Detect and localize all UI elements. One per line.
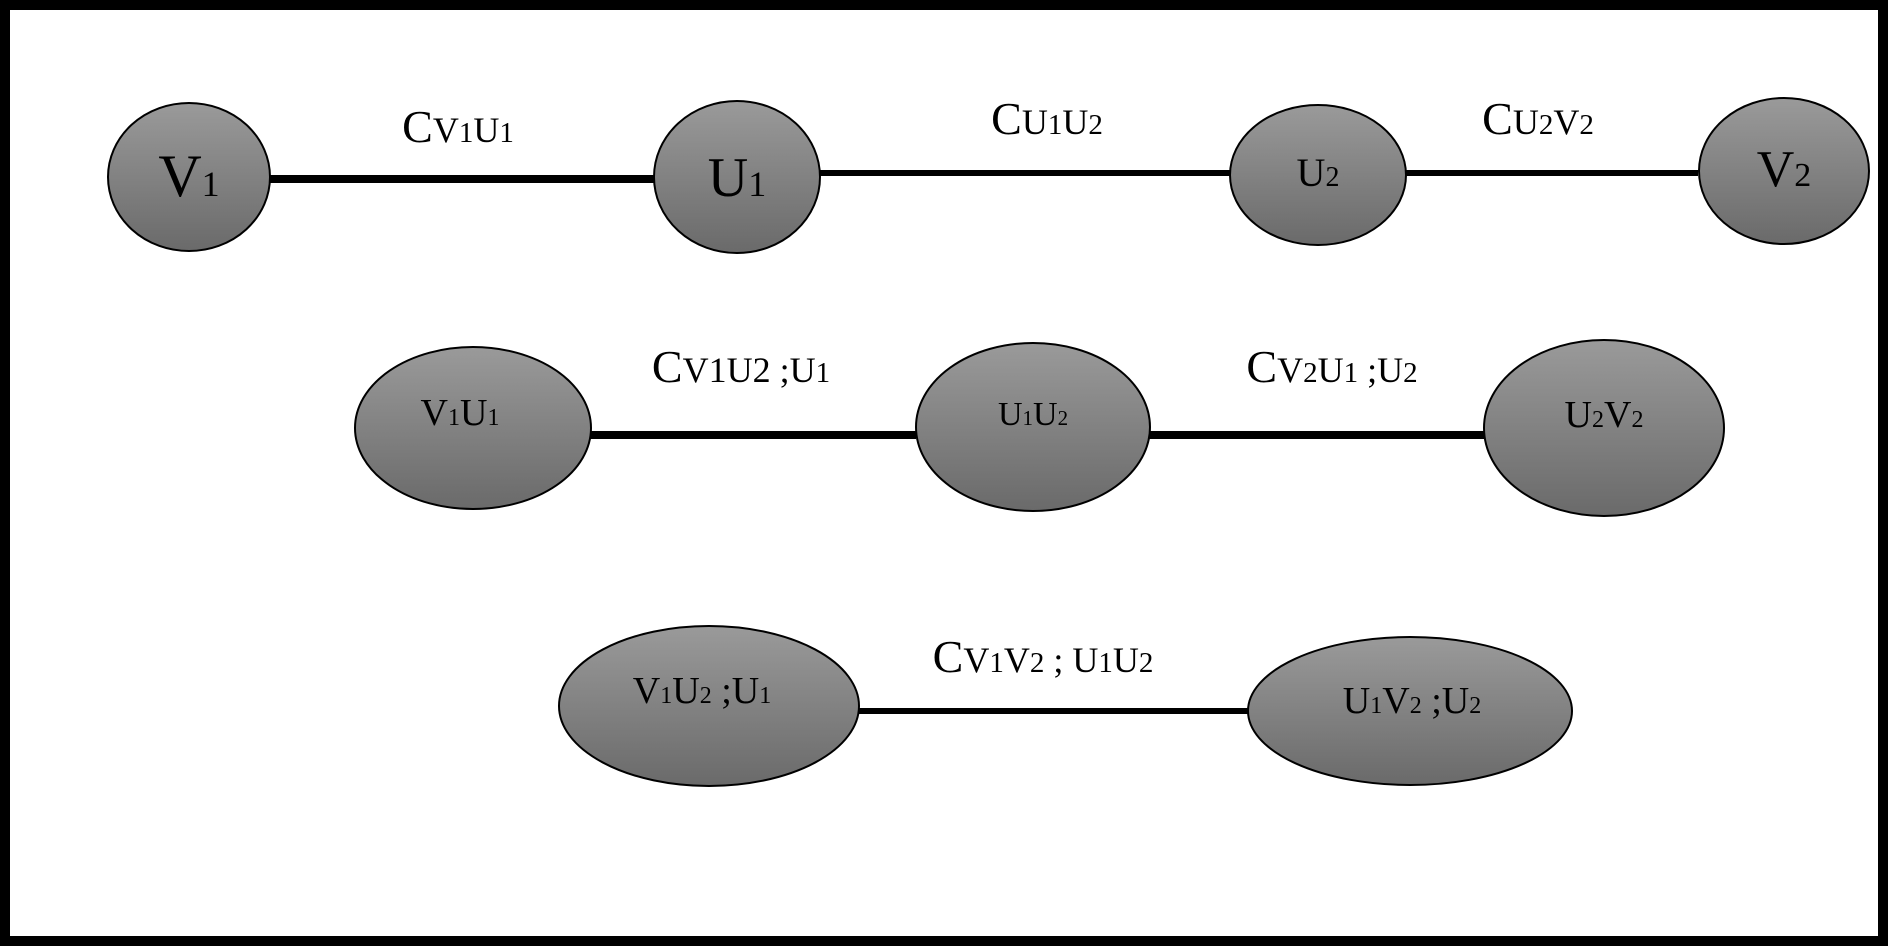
label-subscript: 2 — [1469, 693, 1481, 719]
node-u2v2: U2V2 — [1483, 339, 1725, 517]
label-text: U — [1343, 680, 1370, 722]
svg-text:V2: V2 — [1757, 141, 1812, 198]
label-text: V — [963, 640, 989, 680]
label-text: U — [1062, 102, 1088, 142]
label-subscript: 2 — [1088, 109, 1103, 141]
label-subscript: 2 — [1631, 407, 1643, 433]
label-text: U — [672, 670, 699, 712]
label-text: C — [991, 93, 1022, 144]
svg-text:U2V2: U2V2 — [1565, 394, 1644, 436]
svg-text:U1V2 ;U2: U1V2 ;U2 — [1343, 680, 1481, 722]
label-text: ;U — [1358, 350, 1403, 390]
node-u2: U2 — [1229, 104, 1407, 246]
label-text: C — [652, 341, 683, 392]
label-subscript: 1 — [1023, 406, 1034, 430]
edge-label-u2-v2: CU2V2 — [1482, 93, 1594, 144]
label-subscript: 2 — [700, 683, 712, 709]
label-subscript: 1 — [459, 117, 474, 149]
label-text: V — [1004, 640, 1030, 680]
label-subscript: 2 — [1579, 109, 1594, 141]
label-subscript: 1 — [816, 357, 831, 389]
svg-text:U1U2: U1U2 — [998, 396, 1068, 433]
node-v1u1: V1U1 — [354, 346, 592, 510]
label-subscript: 2 — [1303, 357, 1318, 389]
label-subscript: 2 — [1030, 647, 1045, 679]
label-subscript: 1 — [487, 405, 499, 431]
label-text: V — [433, 110, 459, 150]
node-u1: U1 — [653, 100, 821, 254]
label-text: U — [1318, 350, 1344, 390]
edge-label-u1-u2: CU1U2 — [991, 93, 1103, 144]
label-text: V — [1553, 102, 1579, 142]
label-text: C — [1482, 93, 1513, 144]
label-text: U — [1033, 396, 1058, 433]
label-subscript: 2 — [1410, 693, 1422, 719]
node-u1u2: U1U2 — [915, 342, 1151, 512]
label-text: C — [402, 101, 433, 152]
label-subscript: 1 — [1048, 109, 1063, 141]
label-text: V — [421, 392, 449, 434]
edge-label-v1u1-u1u2: CV1U2 ;U1 — [652, 341, 830, 392]
label-text: ;U — [712, 670, 760, 712]
label-subscript: 1 — [759, 683, 771, 709]
label-text: U — [1565, 394, 1592, 436]
node-v2: V2 — [1698, 97, 1870, 245]
label-text: V1U2 ;U — [683, 350, 816, 390]
edge-label-v1u2u1-u1v2u2: CV1V2 ; U1U2 — [933, 631, 1154, 682]
label-subscript: 2 — [1539, 109, 1554, 141]
label-text: U — [1022, 102, 1048, 142]
label-subscript: 2 — [1403, 357, 1418, 389]
label-text: U — [473, 110, 499, 150]
label-subscript: 2 — [1058, 406, 1069, 430]
label-subscript: 1 — [1098, 647, 1113, 679]
label-subscript: 1 — [989, 647, 1004, 679]
svg-text:V1U2 ;U1: V1U2 ;U1 — [633, 670, 771, 712]
svg-text:U1: U1 — [708, 147, 766, 209]
label-text: V — [633, 670, 661, 712]
label-text: ;U — [1422, 680, 1470, 722]
label-text: V — [1277, 350, 1303, 390]
edge-label-v1-u1: CV1U1 — [402, 101, 514, 152]
label-subscript: 2 — [1139, 647, 1154, 679]
node-u1v2-u2: U1V2 ;U2 — [1247, 636, 1573, 786]
label-text: U — [1113, 640, 1139, 680]
label-subscript: 1 — [660, 683, 672, 709]
svg-text:V1: V1 — [158, 143, 219, 209]
label-text: ; U — [1044, 640, 1098, 680]
label-text: V — [1604, 394, 1632, 436]
label-text: U — [460, 392, 487, 434]
node-v1u2-u1: V1U2 ;U1 — [558, 625, 860, 787]
node-v1: V1 — [107, 102, 271, 252]
label-subscript: 1 — [499, 117, 514, 149]
svg-text:V1U1: V1U1 — [421, 392, 500, 434]
edge-label-u1u2-u2v2: CV2U1 ;U2 — [1246, 341, 1417, 392]
label-text: U — [1513, 102, 1539, 142]
label-subscript: 1 — [1370, 693, 1382, 719]
label-subscript: 1 — [448, 405, 460, 431]
label-text: C — [933, 631, 964, 682]
label-text: C — [1246, 341, 1277, 392]
label-text: U — [998, 396, 1023, 433]
label-subscript: 1 — [1344, 357, 1359, 389]
svg-text:U2: U2 — [1297, 150, 1340, 195]
label-text: V — [1382, 680, 1410, 722]
label-subscript: 2 — [1592, 407, 1604, 433]
